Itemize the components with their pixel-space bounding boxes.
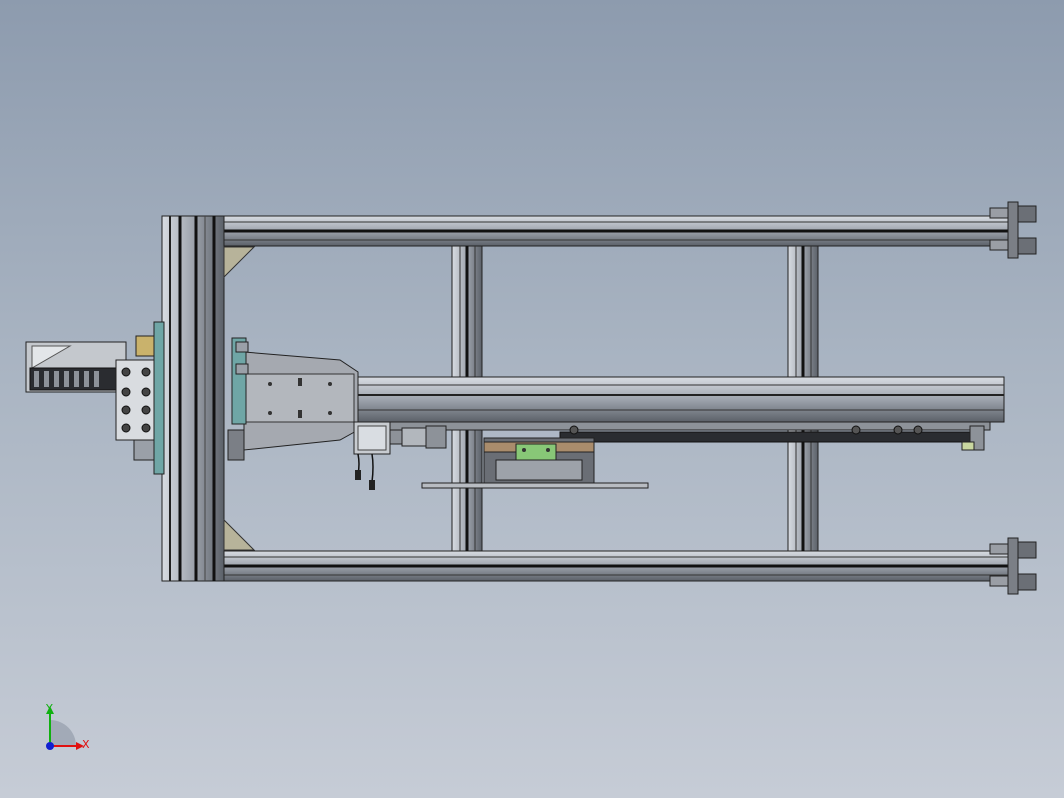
left-vertical-extrusion[interactable] <box>161 215 225 582</box>
slider-block[interactable] <box>421 437 649 489</box>
gusset-bracket-bottom-icon <box>223 518 256 551</box>
leveling-foot-top-right[interactable] <box>989 201 1037 259</box>
module-fasteners <box>569 425 923 435</box>
drag-chain-assembly-icon[interactable] <box>25 321 165 475</box>
triad-y-label: Y <box>45 702 53 715</box>
gusset-bracket-top-icon <box>223 246 256 279</box>
coordinate-triad-icon: Y X <box>45 702 90 751</box>
linear-module-rail[interactable] <box>349 376 1005 451</box>
stepper-motor-icon[interactable] <box>353 421 447 490</box>
top-extrusion-beam[interactable] <box>221 215 1009 247</box>
bottom-extrusion-beam[interactable] <box>221 550 1009 582</box>
triad-x-label: X <box>82 738 90 751</box>
leveling-foot-bottom-right[interactable] <box>989 537 1037 595</box>
module-carriage-plate[interactable] <box>227 337 359 461</box>
